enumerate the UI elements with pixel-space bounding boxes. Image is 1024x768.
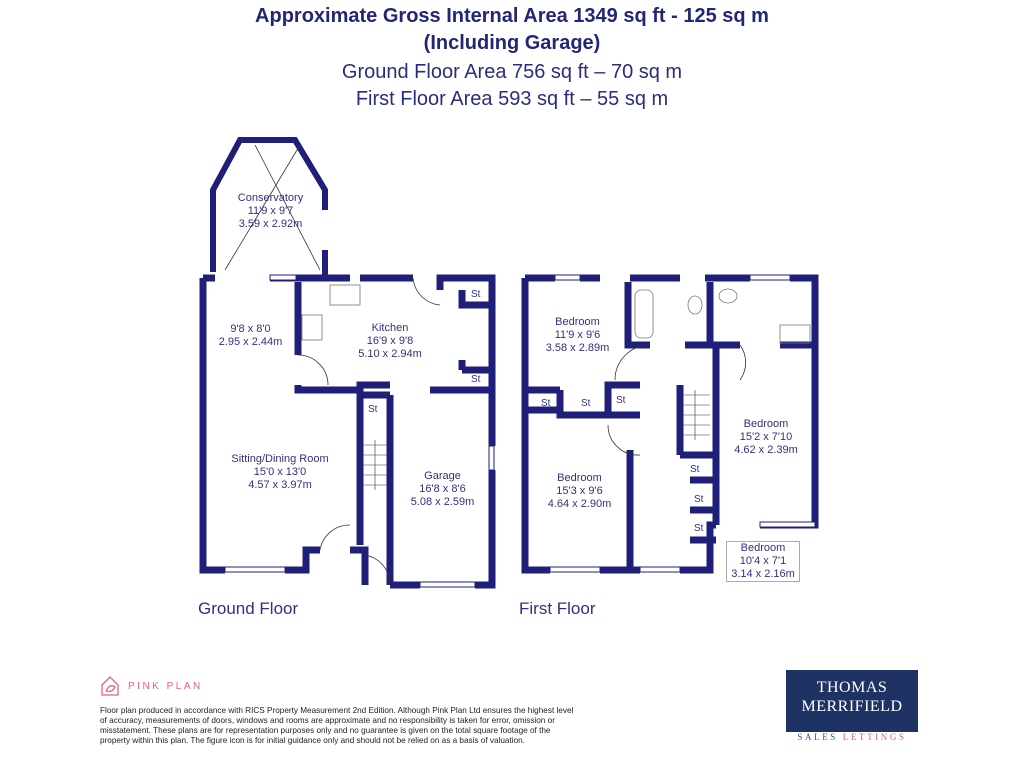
agent-name-line1: THOMAS [816, 679, 888, 696]
first-floor-label: First Floor [519, 599, 596, 618]
disclaimer-text: Floor plan produced in accordance with R… [100, 706, 574, 745]
storage-label: St [581, 398, 591, 409]
storage-label: St [541, 398, 551, 409]
storage-label: St [616, 395, 626, 406]
storage-label: St [694, 494, 704, 505]
ground-floor-label: Ground Floor [198, 599, 299, 618]
title-including-garage: (Including Garage) [423, 32, 601, 54]
pink-plan-brand: PINK PLAN [128, 680, 203, 692]
agent-tagline: SALES LETTINGS [786, 732, 918, 742]
agent-sales: SALES [797, 732, 838, 742]
title-gross-area: Approximate Gross Internal Area 1349 sq … [255, 5, 769, 27]
storage-label: St [471, 374, 481, 385]
first-floor-area: First Floor Area 593 sq ft – 55 sq m [355, 88, 669, 110]
ground-floor-area: Ground Floor Area 756 sq ft – 70 sq m [341, 61, 683, 83]
storage-label: St [368, 404, 378, 415]
pink-plan-logo: PINK PLAN [100, 675, 203, 697]
agent-logo: THOMAS MERRIFIELD [786, 670, 918, 732]
storage-label: St [694, 523, 704, 534]
agent-lettings: LETTINGS [842, 732, 907, 742]
house-leaf-icon [101, 676, 119, 696]
storage-label: St [471, 289, 481, 300]
storage-label: St [690, 464, 700, 475]
agent-name-line2: MERRIFIELD [801, 698, 903, 715]
